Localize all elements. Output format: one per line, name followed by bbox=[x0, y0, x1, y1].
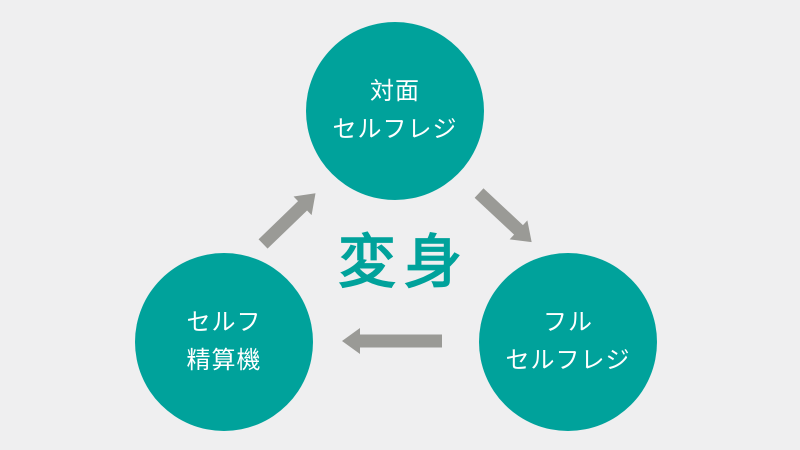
node-label: フル セルフレジ bbox=[506, 304, 631, 380]
node-label-line2: セルフレジ bbox=[505, 347, 631, 374]
node-label-line2: セルフレジ bbox=[332, 116, 458, 143]
arrow-up-right-icon bbox=[258, 193, 316, 249]
node-label: セルフ 精算機 bbox=[187, 304, 262, 380]
node-label-line1: 対面 bbox=[370, 78, 420, 105]
center-title: 変身 bbox=[337, 230, 471, 295]
node-full-self-checkout: フル セルフレジ bbox=[479, 253, 657, 431]
node-self-payment-machine: セルフ 精算機 bbox=[135, 253, 313, 431]
node-taimen-self-checkout: 対面 セルフレジ bbox=[306, 22, 484, 200]
node-label: 対面 セルフレジ bbox=[333, 73, 458, 149]
node-label-line2: 精算機 bbox=[186, 347, 262, 374]
arrow-down-right-icon bbox=[474, 188, 532, 243]
node-label-line1: セルフ bbox=[186, 309, 262, 336]
arrow-left-icon bbox=[342, 328, 442, 354]
node-label-line1: フル bbox=[543, 309, 593, 336]
